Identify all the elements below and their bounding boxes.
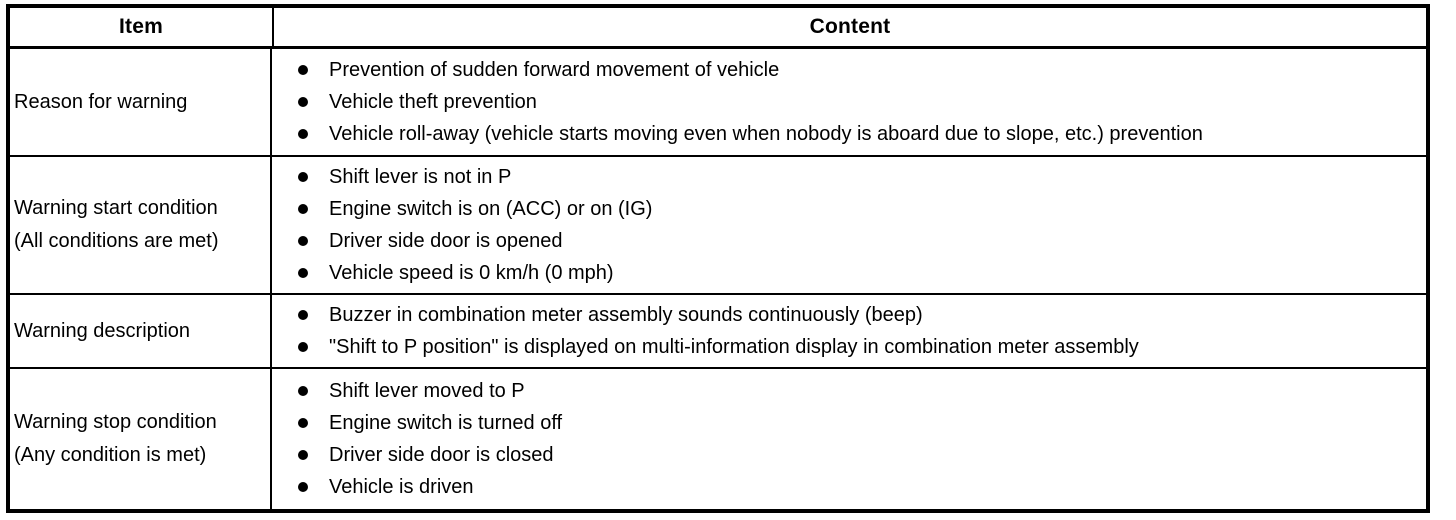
bullet-text: Engine switch is turned off — [329, 412, 563, 434]
item-label-line: (Any condition is met) — [14, 444, 207, 466]
bullet-icon — [298, 129, 308, 139]
table-row: Warning stop condition (Any condition is … — [10, 367, 1426, 509]
bullet-list: Prevention of sudden forward movement of… — [272, 54, 1426, 150]
bullet-item: Driver side door is closed — [298, 439, 1422, 471]
bullet-icon — [298, 386, 308, 396]
bullet-icon — [298, 172, 308, 182]
content-cell: Shift lever is not in P Engine switch is … — [272, 157, 1426, 293]
bullet-icon — [298, 450, 308, 460]
bullet-text: Shift lever is not in P — [329, 166, 512, 188]
bullet-icon — [298, 342, 308, 352]
bullet-text: Driver side door is closed — [329, 444, 554, 466]
bullet-item: "Shift to P position" is displayed on mu… — [298, 331, 1422, 363]
item-cell: Warning stop condition (Any condition is … — [10, 369, 272, 509]
content-cell: Buzzer in combination meter assembly sou… — [272, 295, 1426, 367]
table-row: Warning start condition (All conditions a… — [10, 155, 1426, 293]
bullet-icon — [298, 310, 308, 320]
table-body: Reason for warning Prevention of sudden … — [10, 49, 1426, 509]
bullet-icon — [298, 204, 308, 214]
bullet-text: Buzzer in combination meter assembly sou… — [329, 304, 923, 326]
bullet-icon — [298, 97, 308, 107]
bullet-item: Shift lever moved to P — [298, 375, 1422, 407]
item-label-line: (All conditions are met) — [14, 230, 219, 252]
table-header-row: Item Content — [10, 8, 1426, 49]
bullet-icon — [298, 236, 308, 246]
content-cell: Prevention of sudden forward movement of… — [272, 49, 1426, 155]
item-label-line: Warning description — [14, 319, 191, 342]
bullet-text: Vehicle is driven — [329, 476, 474, 498]
bullet-item: Vehicle roll-away (vehicle starts moving… — [298, 118, 1422, 150]
bullet-item: Vehicle speed is 0 km/h (0 mph) — [298, 257, 1422, 289]
warning-info-table: Item Content Reason for warning Preventi… — [6, 4, 1430, 513]
table-row: Reason for warning Prevention of sudden … — [10, 49, 1426, 155]
bullet-item: Buzzer in combination meter assembly sou… — [298, 299, 1422, 331]
bullet-icon — [298, 418, 308, 428]
item-cell: Warning start condition (All conditions a… — [10, 157, 272, 293]
bullet-list: Shift lever moved to P Engine switch is t… — [272, 375, 1426, 503]
bullet-item: Prevention of sudden forward movement of… — [298, 54, 1422, 86]
bullet-text: Driver side door is opened — [329, 230, 563, 252]
content-column-header: Content — [809, 15, 891, 38]
item-cell: Warning description — [10, 295, 272, 367]
bullet-text: Engine switch is on (ACC) or on (IG) — [329, 198, 653, 220]
item-cell: Reason for warning — [10, 49, 272, 155]
bullet-text: Vehicle theft prevention — [329, 91, 537, 113]
bullet-text: Shift lever moved to P — [329, 380, 525, 402]
bullet-text: Vehicle roll-away (vehicle starts moving… — [329, 123, 1203, 145]
bullet-item: Engine switch is on (ACC) or on (IG) — [298, 193, 1422, 225]
bullet-item: Vehicle theft prevention — [298, 86, 1422, 118]
bullet-text: "Shift to P position" is displayed on mu… — [329, 336, 1139, 358]
bullet-icon — [298, 482, 308, 492]
item-label-line: Warning start condition — [14, 197, 218, 219]
bullet-item: Engine switch is turned off — [298, 407, 1422, 439]
bullet-list: Shift lever is not in P Engine switch is … — [272, 161, 1426, 289]
table-row: Warning description Buzzer in combinatio… — [10, 293, 1426, 367]
item-label-line: Reason for warning — [14, 90, 188, 113]
item-column-header: Item — [10, 8, 274, 46]
bullet-item: Vehicle is driven — [298, 471, 1422, 503]
bullet-item: Driver side door is opened — [298, 225, 1422, 257]
bullet-text: Prevention of sudden forward movement of… — [329, 59, 780, 81]
bullet-icon — [298, 268, 308, 278]
bullet-item: Shift lever is not in P — [298, 161, 1422, 193]
bullet-icon — [298, 65, 308, 75]
content-cell: Shift lever moved to P Engine switch is t… — [272, 369, 1426, 509]
bullet-text: Vehicle speed is 0 km/h (0 mph) — [329, 262, 614, 284]
item-label-line: Warning stop condition — [14, 411, 217, 433]
bullet-list: Buzzer in combination meter assembly sou… — [272, 299, 1426, 363]
